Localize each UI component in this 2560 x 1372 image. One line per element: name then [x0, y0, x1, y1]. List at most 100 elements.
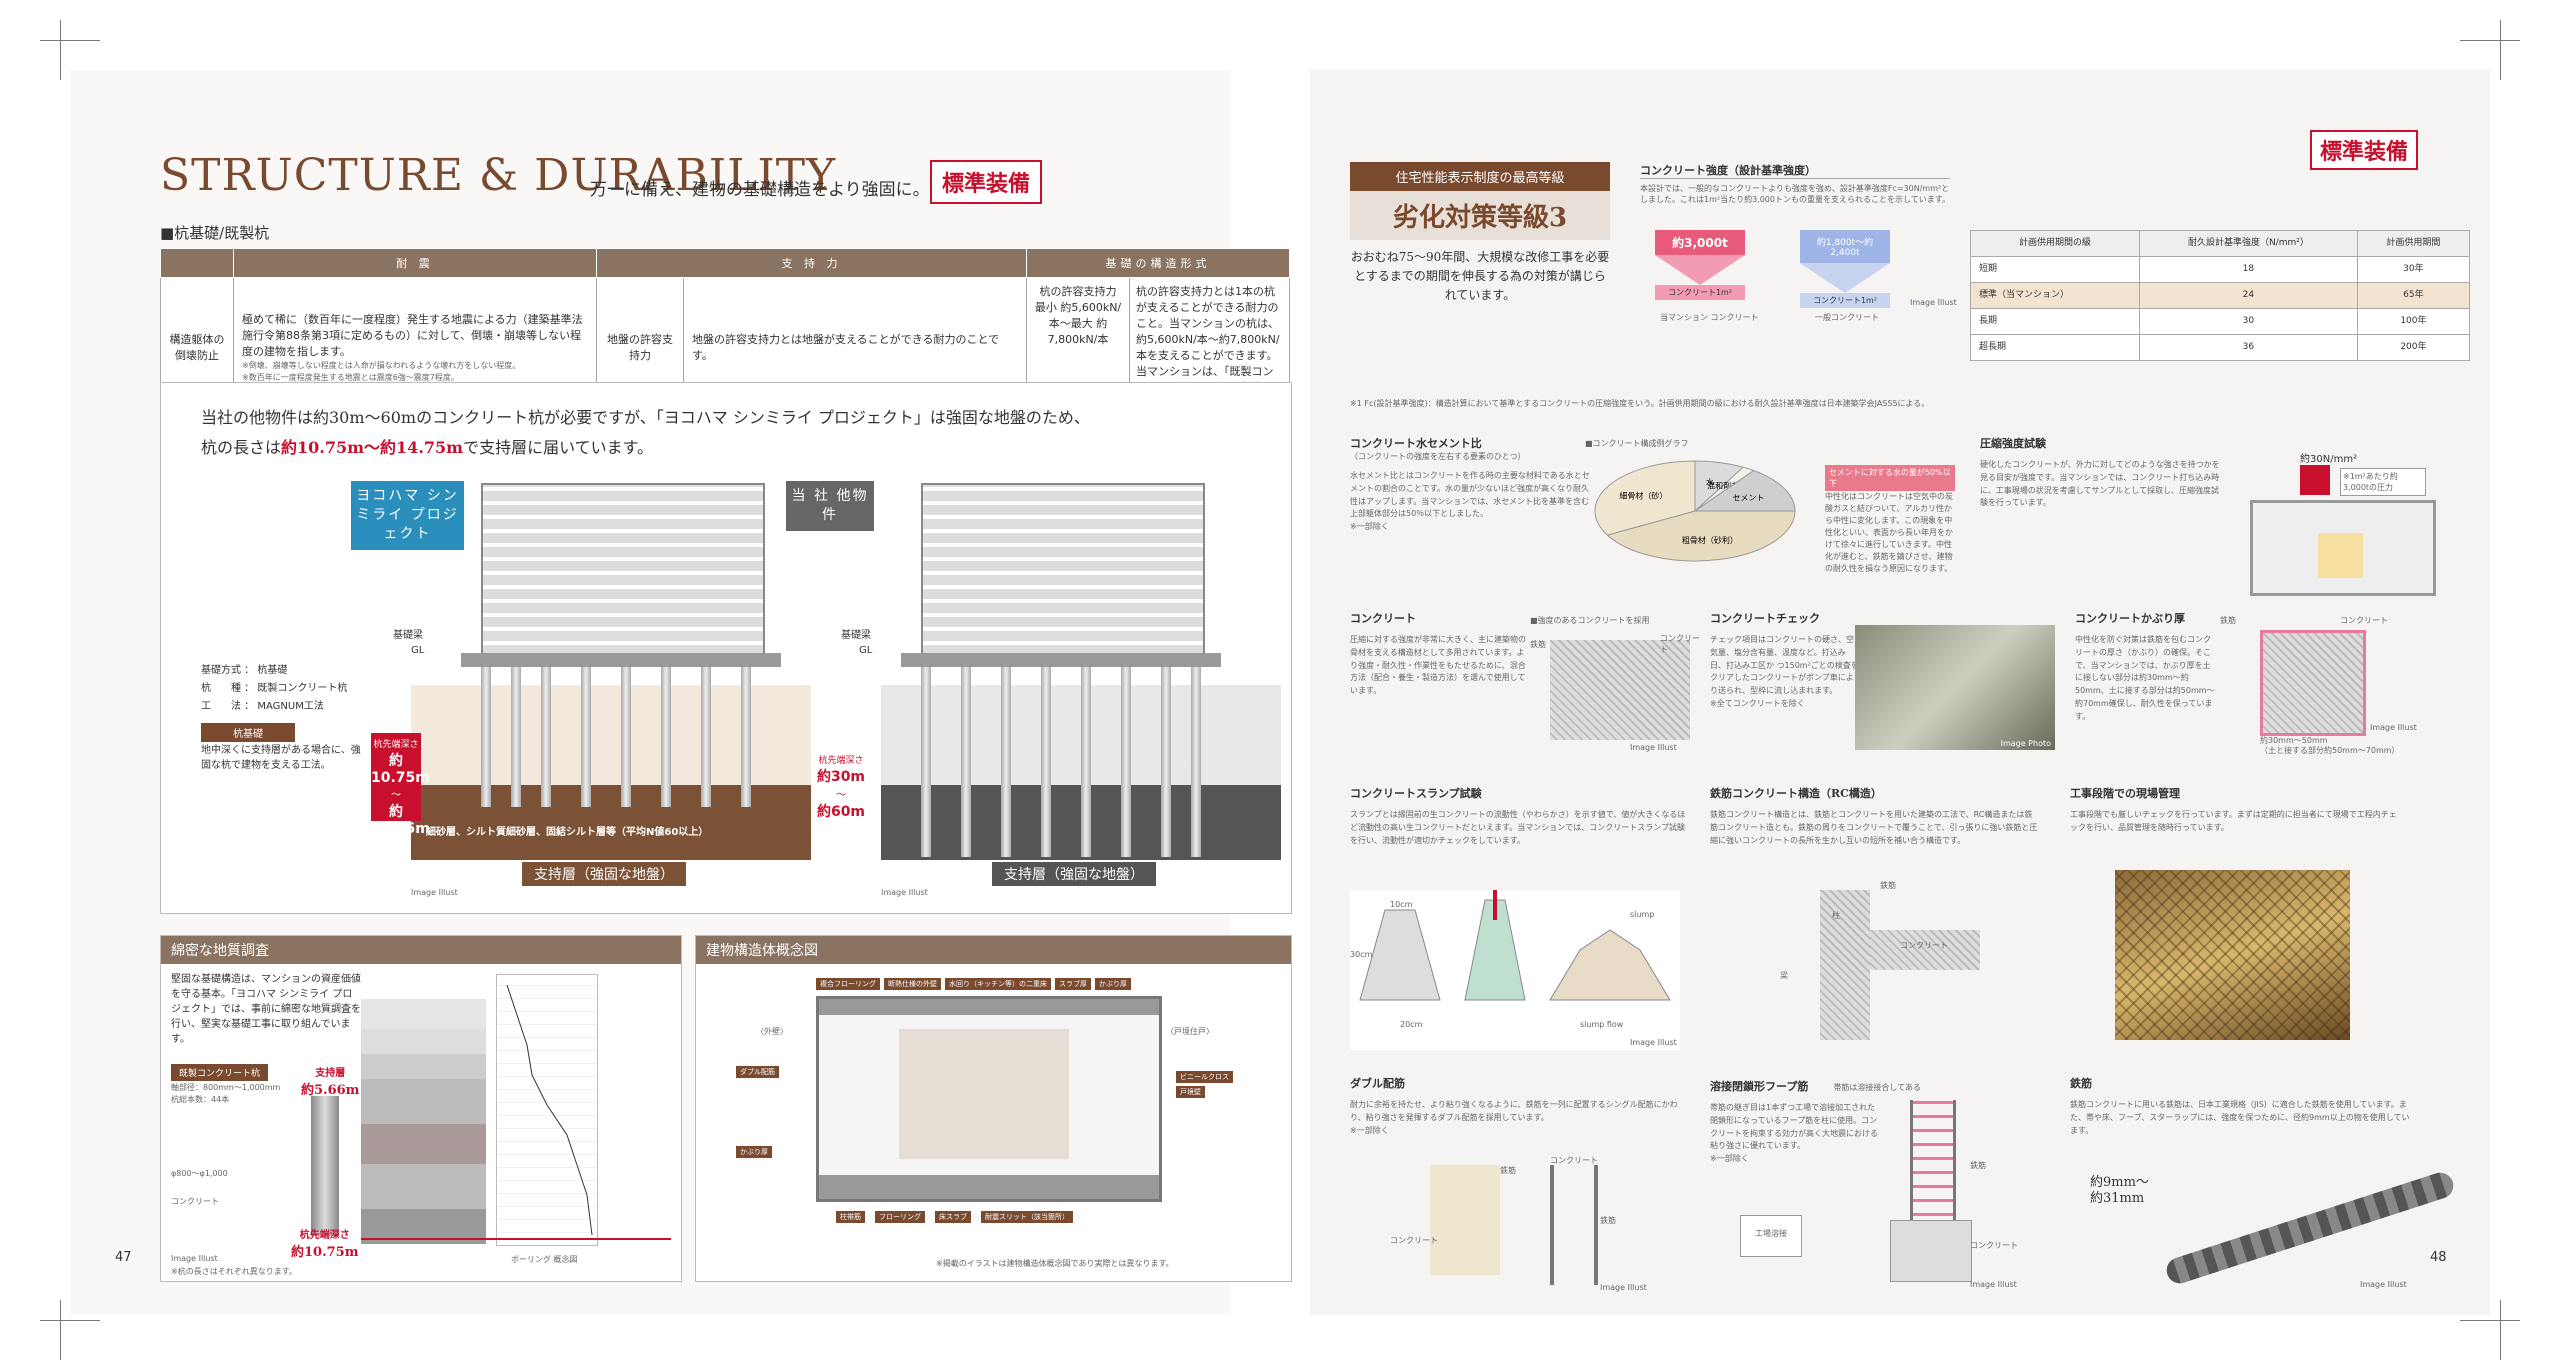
- other-bearing-label: 支持層（強固な地盤）: [991, 861, 1157, 887]
- survey-note: ※杭の長さはそれぞれ異なります。: [171, 1267, 297, 1276]
- pie-slice-label: 混和剤など: [1707, 481, 1747, 491]
- tip-line: [361, 1238, 671, 1240]
- img-note-2: Image Illust: [881, 888, 928, 897]
- section-label: ■杭基礎/既製杭: [160, 224, 270, 242]
- beam-label: 基礎梁: [393, 630, 423, 641]
- other-beam-label: 基礎梁: [841, 630, 871, 641]
- structure-bottom-tags: 柱帯筋 フローリング 床スラブ 耐震スリット（該当箇所）: [836, 1211, 1073, 1223]
- seismic-note-1: ※倒壊、崩壊等しない程度とは人命が損なわれるような壊れ方をしない程度。: [242, 361, 521, 371]
- bearing-label: 支持層（強固な地盤）: [521, 861, 687, 887]
- rc-block: 鉄筋コンクリート構造（RC構造） 鉄筋コンクリート構造とは、鉄筋とコンクリートを…: [1710, 787, 2038, 845]
- survey-pile-spec2: 杭総本数：44本: [171, 1095, 230, 1104]
- pie-slice-label: 水: [1706, 477, 1714, 487]
- site-photo: [2115, 870, 2350, 1040]
- strength-text: 本設計では、一般的なコンクリートよりも強度を強め、設計基準強度Fc=30N/mm…: [1640, 184, 1950, 204]
- left-page: STRUCTURE & DURABILITY 万一に備え、建物の基礎構造をより強…: [70, 70, 1292, 1315]
- right-badge: 標準装備: [2310, 130, 2419, 170]
- structure-concept-panel: 建物構造体概念図 複合フローリング 断熱仕様の外壁 水回り（キッチン等）の二重床…: [695, 935, 1292, 1282]
- soil-upper: [411, 685, 811, 785]
- grade-block: 住宅性能表示制度の最高等級 劣化対策等級3 おおむね75〜90年間、大規模な改修…: [1350, 162, 1610, 306]
- rebar-block: 鉄筋 鉄筋コンクリートに用いる鉄筋は、日本工業規格（JIS）に適合した鉄筋を使用…: [2070, 1077, 2410, 1135]
- project-building: [481, 483, 765, 657]
- left-tag-1: ダブル配筋: [736, 1066, 779, 1078]
- seismic-text: 極めて稀に（数百年に一度程度）発生する地震による力（建築基準法施行令第88条第3…: [242, 313, 583, 359]
- structure-box: [816, 996, 1162, 1202]
- pie-slice-label: 細骨材（砂）: [1619, 491, 1667, 501]
- tip-depth: 杭先端深さ 約10.75m: [291, 1230, 359, 1260]
- hoop-diagram: 鉄筋 コンクリート Image Illust: [1890, 1100, 2050, 1290]
- lead-line-1: 当社の他物件は約30m〜60mのコンクリート杭が必要ですが、「ヨコハマ シンミラ…: [201, 408, 1090, 427]
- structure-note: ※掲載のイラストは建物構造体概念図であり実際とは異なります。: [936, 1259, 1174, 1268]
- spec-1: 基礎方式 ： 杭基礎: [201, 665, 288, 676]
- survey-img-note: Image Illust: [171, 1254, 218, 1263]
- strength-title: コンクリート強度（設計基準強度）: [1640, 162, 1950, 179]
- survey-pile-spec1: 軸部径：800mm〜1,000mm: [171, 1083, 281, 1092]
- other-depth: 杭先端深さ 約30m 〜 約60m: [816, 756, 866, 820]
- depth-box: 杭先端深さ 約10.75m 〜 約14.75m: [371, 733, 430, 837]
- double-block: ダブル配筋 耐力に余裕を持たせ、より粘り強くなるように、鉄筋を一列に配置するシン…: [1350, 1077, 1678, 1135]
- soil-description: 細砂層、シルト質細砂層、固結シルト層等（平均N値60以上）: [426, 827, 709, 838]
- gl-label: GL: [411, 645, 425, 656]
- grade-main: 劣化対策等級3: [1350, 191, 1610, 240]
- survey-panel: 綿密な地質調査 堅固な基礎構造は、マンションの資産価値を守る基本。「ヨコハマ シ…: [160, 935, 682, 1282]
- page-subtitle: 万一に備え、建物の基礎構造をより強固に。: [590, 180, 930, 200]
- other-label: 当 社 他物件: [786, 481, 874, 531]
- double-diagram: 鉄筋 コンクリート コンクリート 鉄筋 Image Illust: [1390, 1156, 1647, 1292]
- grade-top: 住宅性能表示制度の最高等級: [1350, 162, 1610, 191]
- pie-slice: [1606, 510, 1796, 562]
- grade-text: おおむね75〜90年間、大規模な改修工事を必要とするまでの期間を伸長する為の対策…: [1350, 250, 1610, 303]
- support-depth: 支持層 約5.66m: [301, 1068, 360, 1098]
- structure-concept-title: 建物構造体概念図: [696, 936, 1291, 964]
- cover-block: コンクリートかぶり厚 中性化を防ぐ対策は鉄筋を包むコンクリートの厚さ（かぶり）の…: [2075, 612, 2215, 721]
- pie-slice: [1594, 460, 1696, 536]
- hoop-block: 溶接閉鎖形フープ筋 帯筋は溶接接合してある 帯筋の継ぎ目は1本ずつ工場で溶接加工…: [1710, 1080, 1921, 1164]
- strength-caption-1: 当マンション コンクリート: [1660, 313, 1759, 322]
- pie-title: ■コンクリート構成例グラフ: [1585, 439, 1689, 448]
- right-tag-2: 戸境壁: [1176, 1086, 1205, 1098]
- survey-text: 堅固な基礎構造は、マンションの資産価値を守る基本。「ヨコハマ シンミライ プロジ…: [171, 974, 361, 1045]
- table-header-support: 支 持 力: [596, 248, 1027, 278]
- other-building: [921, 483, 1205, 657]
- project-label: ヨコハマ シンミライ プロジェクト: [351, 481, 464, 550]
- page-number-right: 48: [2430, 1250, 2447, 1265]
- lead-line-2: 杭の長さは約10.75m〜約14.75mで支持層に届いています。: [201, 438, 654, 458]
- right-footnote: ※1 Fc(設計基準強度)：構造計算において基準とするコンクリートの圧縮強度をい…: [1350, 399, 1930, 408]
- survey-pile-title: 既製コンクリート杭: [171, 1064, 269, 1081]
- spec-2: 杭 種 ： 既製コンクリート杭: [201, 683, 348, 694]
- foundation-beam: [461, 653, 781, 667]
- other-gl-label: GL: [859, 645, 873, 656]
- rc-diagram: 鉄筋 柱 コンクリート 梁: [1780, 870, 1980, 1050]
- lead-text: 当社の他物件は約30m〜60mのコンクリート杭が必要ですが、「ヨコハマ シンミラ…: [201, 403, 1261, 464]
- page-number-left: 47: [115, 1250, 132, 1265]
- boring-chart: [496, 974, 598, 1246]
- slump-block: コンクリートスランプ試験 スランプとは縁固前の生コンクリートの流動性（やわらかさ…: [1350, 787, 1686, 845]
- boring-label: ボーリング 概念図: [511, 1255, 578, 1264]
- check-block: コンクリートチェック チェック項目はコンクリートの硬さ、空気量、塩分含有量、温度…: [1710, 612, 1859, 708]
- pile-legend: コンクリート: [171, 1197, 219, 1206]
- standard-equipment-badge: 標準装備: [930, 160, 1043, 204]
- pie-slice: [1693, 469, 1796, 512]
- pile-shape: [311, 1096, 339, 1236]
- concrete-diagram: ■強度のあるコンクリートを採用 鉄筋 コンクリート Image Illust: [1530, 616, 1700, 752]
- right-tag-1: ビニールクロス: [1176, 1071, 1233, 1083]
- img-note-1: Image Illust: [411, 888, 458, 897]
- spec-3: 工 法 ： MAGNUM工法: [201, 701, 324, 712]
- concrete-block: コンクリート 圧縮に対する強度が非常に大きく、主に建築物の骨材を支える構造材とし…: [1350, 612, 1526, 696]
- strength-caption-2: 一般コンクリート: [1815, 313, 1879, 322]
- right-page: 標準装備 住宅性能表示制度の最高等級 劣化対策等級3 おおむね75〜90年間、大…: [1310, 70, 2490, 1315]
- table-header-structure: 基礎の構造形式: [1026, 248, 1290, 278]
- cover-diagram: 鉄筋 コンクリート Image Illust 約30mm〜50mm （土と接する…: [2220, 616, 2417, 755]
- side-right: 〈戸境住戸〉: [1166, 1027, 1214, 1036]
- soil-column: [361, 974, 486, 1244]
- pie-chart: ■コンクリート構成例グラフ 水混和剤などセメント粗骨材（砂利）細骨材（砂）: [1585, 438, 1815, 578]
- compression-diagram: 約30N/mm² ※1m²あたり約3,000tの圧力: [2230, 450, 2450, 600]
- page-title: STRUCTURE & DURABILITY: [160, 150, 837, 201]
- side-left: 〈外壁〉: [756, 1027, 788, 1036]
- left-tag-2: かぶり厚: [736, 1146, 772, 1158]
- pile-dims: φ800〜φ1,000: [171, 1169, 228, 1178]
- pile-box-title: 杭基礎: [201, 723, 295, 742]
